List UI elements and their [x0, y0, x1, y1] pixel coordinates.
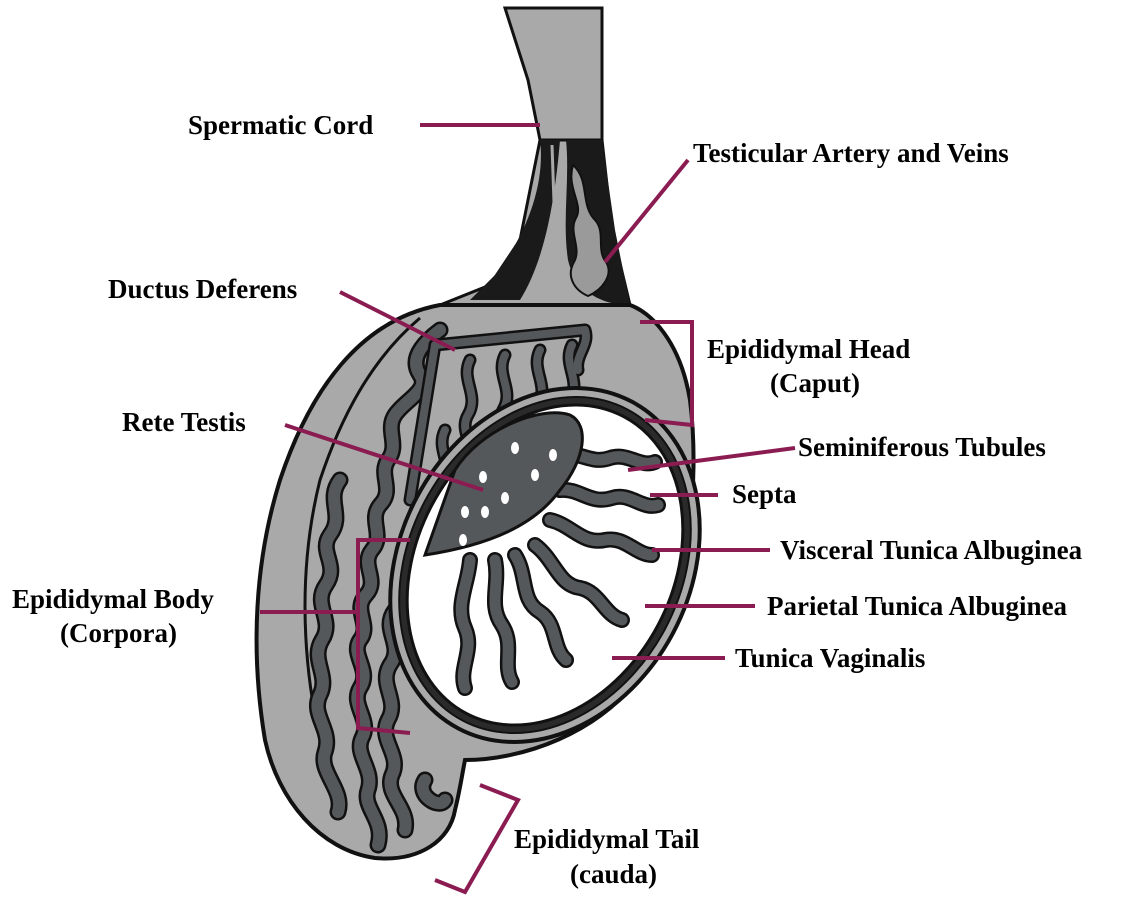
label-visceral-tunica-albuginea: Visceral Tunica Albuginea: [780, 535, 1083, 565]
label-epididymal-head: Epididymal Head: [707, 334, 910, 364]
leader-testicular-vessels: [605, 160, 688, 262]
label-epididymal-body-latin: (Corpora): [60, 618, 177, 648]
label-parietal-tunica-albuginea: Parietal Tunica Albuginea: [767, 591, 1068, 621]
label-spermatic-cord: Spermatic Cord: [188, 110, 373, 140]
label-epididymal-body: Epididymal Body: [12, 584, 214, 614]
label-epididymal-tail: Epididymal Tail: [514, 824, 700, 854]
label-ductus-deferens: Ductus Deferens: [108, 274, 297, 304]
label-rete-testis: Rete Testis: [122, 407, 246, 437]
label-seminiferous-tubules: Seminiferous Tubules: [798, 432, 1046, 462]
label-epididymal-tail-latin: (cauda): [570, 859, 657, 889]
label-epididymal-head-latin: (Caput): [770, 368, 860, 398]
label-testicular-artery-veins: Testicular Artery and Veins: [693, 138, 1009, 168]
label-septa: Septa: [732, 479, 797, 509]
label-tunica-vaginalis: Tunica Vaginalis: [735, 643, 925, 673]
